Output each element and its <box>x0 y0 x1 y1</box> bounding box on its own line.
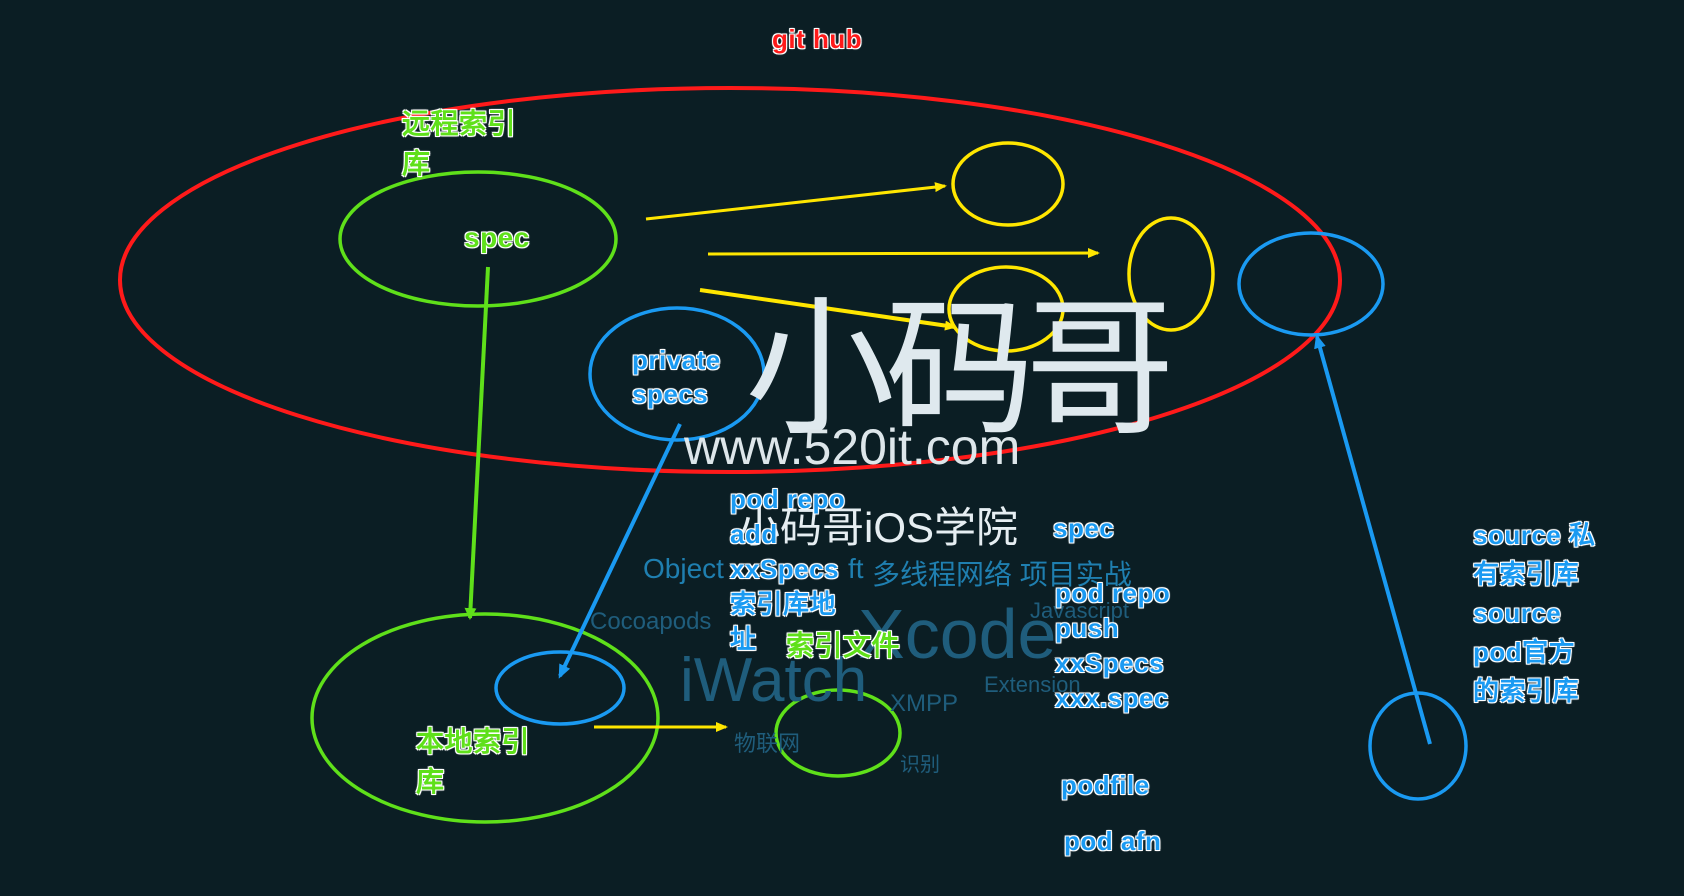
watermark-tag-swift: ft <box>848 553 864 584</box>
watermark-tag-objc: Object <box>643 553 724 584</box>
watermark-tag-recog: 识别 <box>900 754 940 776</box>
watermark-tag-extension: Extension <box>984 672 1081 697</box>
local-index-label: 本地索引 库 <box>416 726 531 797</box>
local-private-ellipse <box>494 650 626 726</box>
watermark-tag-javascript: Javascript <box>1030 598 1130 623</box>
arrow-yellow-3 <box>699 288 957 331</box>
watermark-tag-xcode: Xcode <box>858 595 1057 673</box>
index-file-label: 索引文件 <box>786 630 901 661</box>
arrow-green-down <box>464 266 490 620</box>
watermark-brand: 小码哥iOS学院 <box>738 504 1019 551</box>
remote-index-label: 远程索引 库 <box>402 108 517 179</box>
private-specs-label: private specs <box>632 345 721 409</box>
pod-repo-add-label: pod repo add xxSpecs 索引库地 址 <box>730 484 846 654</box>
pod-repo-push-label: pod repo push xxSpecs xxx.spec <box>1055 578 1171 713</box>
repo-ellipse-3 <box>947 265 1065 353</box>
podfile-label: podfile <box>1061 770 1150 800</box>
watermark-tag-iot: 物联网 <box>734 731 801 756</box>
watermark-url: www.520it.com <box>684 419 1021 475</box>
official-specs-ellipse <box>1237 231 1385 337</box>
repo-ellipse-2 <box>1127 216 1215 332</box>
arrow-yellow-2 <box>707 248 1100 259</box>
repo-ellipse-1 <box>951 141 1065 227</box>
source-ellipse <box>1368 691 1468 801</box>
watermark-tag-iwatch: iWatch <box>680 646 868 715</box>
github-ellipse <box>118 86 1342 474</box>
index-file-ellipse <box>774 688 902 778</box>
source-note-label: source 私 有索引库 source pod官方 的索引库 <box>1473 520 1596 706</box>
private-specs-ellipse <box>588 306 766 442</box>
spec-top-label: spec <box>464 222 530 253</box>
arrow-blue-up <box>1314 334 1432 745</box>
watermark-tag-cocoapods: Cocoapods <box>590 608 712 635</box>
watermark-tag-xmpp: XMPP <box>890 690 959 717</box>
arrow-blue-down <box>558 423 682 679</box>
arrow-yellow-1 <box>645 182 947 221</box>
spec-mid-label: spec <box>1053 513 1115 543</box>
watermark-logo: 小码哥 <box>745 283 1175 457</box>
watermark-tag-topics: 多线程网络 项目实战 <box>872 559 1132 590</box>
local-index-ellipse <box>310 612 660 824</box>
pod-afn-label: pod afn <box>1064 826 1162 856</box>
github-label: git hub <box>772 24 863 54</box>
remote-spec-ellipse <box>338 170 618 308</box>
